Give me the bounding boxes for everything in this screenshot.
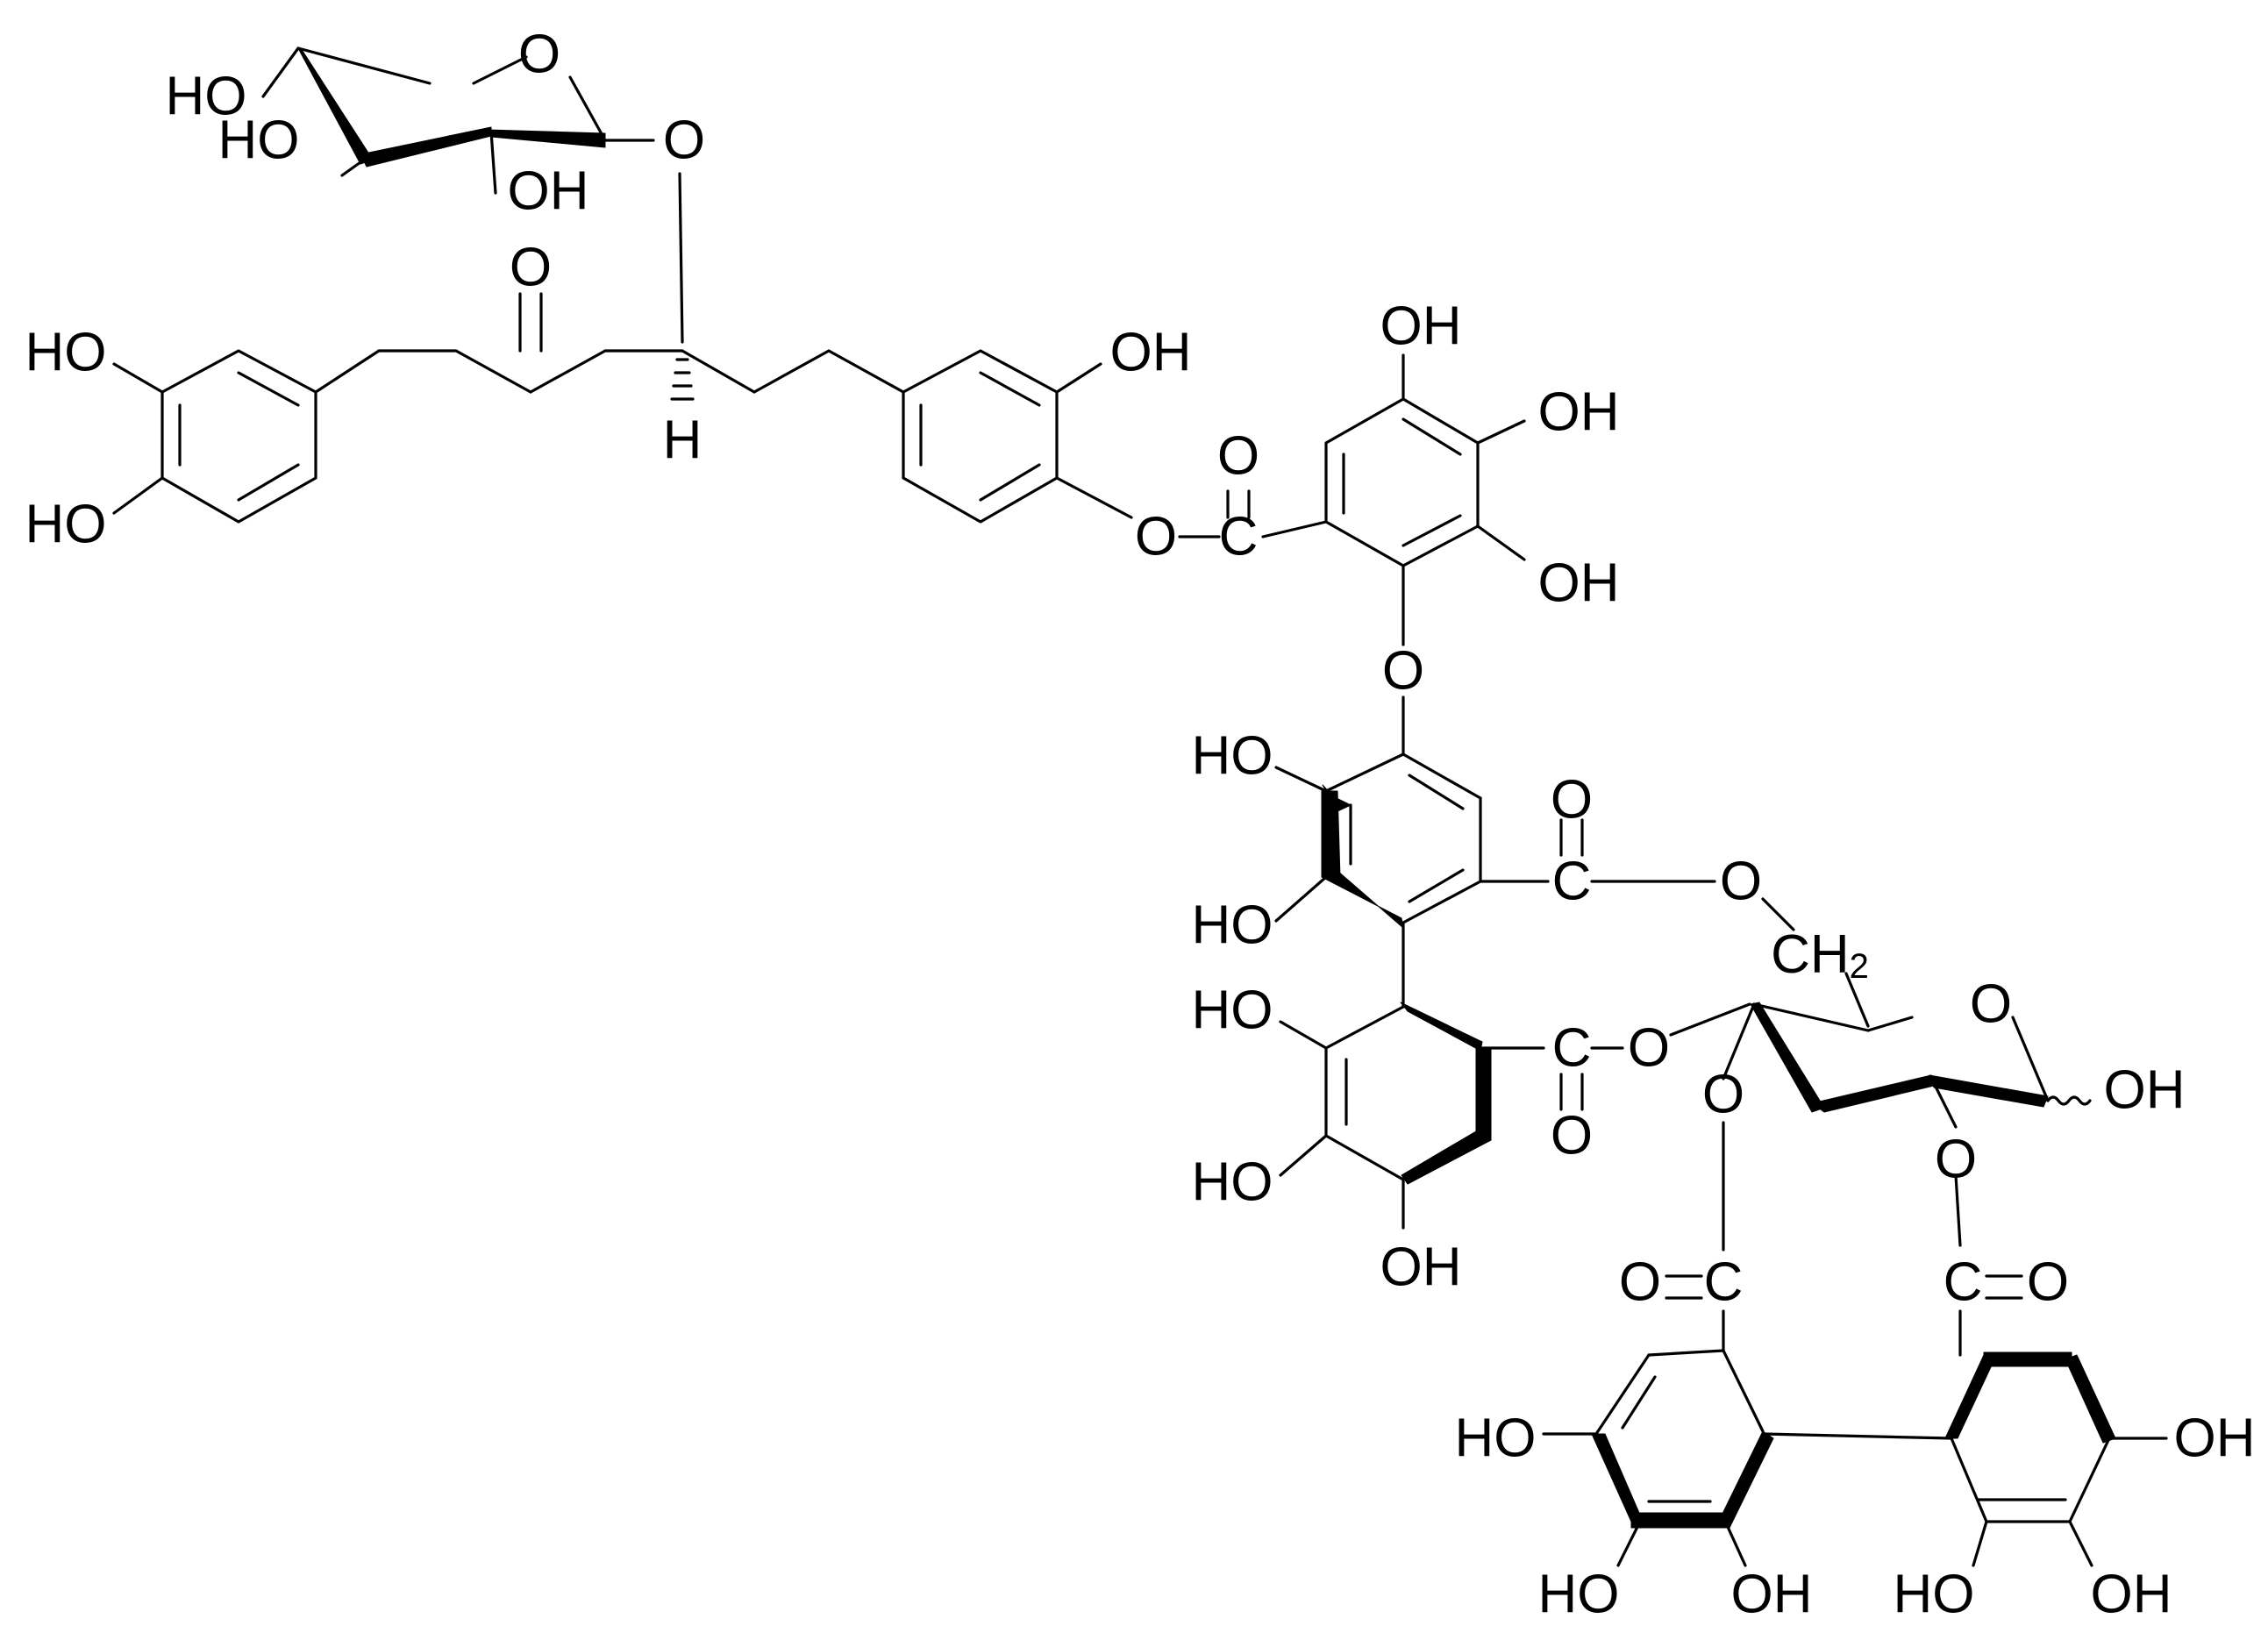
bottom-left-hydroxyl-3: OH (1731, 1565, 1813, 1625)
ester1-oxygen: O (1135, 507, 1177, 567)
galloyl-hydroxyl-top: OH (1380, 296, 1462, 357)
glycosidic-bond (678, 172, 684, 344)
hhdp-lower-ring-bonds (1279, 1005, 1545, 1230)
hhdp-upper-hydroxyl-1: HO (1192, 726, 1273, 787)
catechol-ring-bonds (112, 349, 317, 524)
bottom-left-hydroxyl-1: HO (1455, 1408, 1537, 1469)
ester1-bonds (1178, 489, 1328, 538)
xylose-ring-oxygen: O (518, 25, 560, 85)
galloyl-hydroxyl-low: OH (1538, 553, 1620, 614)
glucose-wedges (1750, 1002, 2049, 1113)
xylose-hydroxyl-4: HO (166, 67, 247, 127)
catechol-hydroxyl-bottom: HO (25, 495, 107, 555)
phenol-ring-bonds (902, 349, 1133, 524)
bottom-right-carbonyl-oxygen: O (2027, 1252, 2069, 1313)
glucose-o2-oxygen: O (1935, 1130, 1977, 1190)
bottom-right-hydroxyl-3: OH (2091, 1565, 2172, 1625)
galloyl-ring-bonds (1324, 353, 1526, 646)
xylose-wedge-bonds (297, 47, 606, 168)
xylose-hydroxyl-2: OH (508, 161, 589, 222)
ch2-ester-oxygen: O (1720, 852, 1762, 912)
hhdp-upper-ring-bonds (1274, 695, 1550, 924)
galloyl-hydroxyl-mid: OH (1538, 382, 1620, 443)
methylene-ch: CH (1771, 924, 1850, 985)
phenol-hydroxyl: OH (1110, 323, 1192, 383)
bottom-left-hydroxyl-2: HO (1538, 1565, 1620, 1625)
xylose-ring-bonds (261, 46, 655, 195)
anomeric-hydroxyl: OH (2104, 1060, 2186, 1121)
glucose-ring-oxygen: O (1970, 974, 2012, 1035)
glucose-o4-oxygen: O (1628, 1018, 1670, 1079)
hhdp-lower-hydroxyl-2: HO (1192, 1152, 1273, 1213)
ketone-oxygen: O (510, 238, 552, 298)
hhdp-lower-ester-bonds (1559, 1002, 1751, 1111)
hhdp-lower-ester-carbon: C (1552, 1018, 1592, 1079)
hhdp-upper-ester-carbon: C (1552, 852, 1592, 912)
stereo-hash-bond (670, 358, 695, 401)
bottom-right-hydroxyl-1: OH (2174, 1408, 2256, 1469)
xylose-hydroxyl-3: HO (218, 111, 300, 171)
glycosidic-oxygen: O (663, 111, 705, 171)
hhdp-upper-wedges (1321, 784, 1404, 929)
methylene-group: CH2 (1771, 924, 1869, 987)
hhdp-lower-hydroxyl-1: HO (1192, 981, 1273, 1041)
bottom-right-ring-bonds (1950, 1437, 2168, 1567)
methylene-subscript: 2 (1850, 947, 1869, 986)
bottom-right-ester-carbon: C (1943, 1252, 1983, 1313)
hhdp-lower-carbonyl-oxygen: O (1551, 1106, 1593, 1166)
diaryl-ether-oxygen: O (1382, 641, 1424, 702)
bottom-left-wedges (1591, 1430, 1774, 1529)
hhdp-upper-hydroxyl-2: HO (1192, 895, 1273, 956)
bottom-left-ester-carbon: C (1704, 1252, 1744, 1313)
stereocenter-hydrogen: H (663, 410, 703, 471)
bottom-right-wedges (1944, 1351, 2116, 1444)
chain-bonds (314, 292, 905, 394)
bottom-left-carbonyl-oxygen: O (1619, 1252, 1661, 1313)
glucose-o3-oxygen: O (1702, 1065, 1744, 1125)
hhdp-upper-ester-bonds (1559, 818, 1870, 1028)
ester1-carbonyl-oxygen: O (1217, 426, 1259, 487)
bottom-right-hydroxyl-2: HO (1894, 1565, 1975, 1625)
bond-layer (112, 46, 2168, 1567)
bottom-ester-linkages (1665, 1121, 2023, 1357)
catechol-hydroxyl-top: HO (25, 323, 107, 383)
hhdp-lower-hydroxyl-3: OH (1380, 1237, 1462, 1298)
atom-label-layer: O HO HO OH O O H HO HO OH O C O OH OH OH… (25, 25, 2256, 1625)
anomeric-wavy-bond (2046, 1095, 2092, 1106)
ester1-carbon: C (1219, 507, 1259, 567)
hhdp-upper-carbonyl-oxygen: O (1551, 770, 1593, 831)
hhdp-lower-wedges (1400, 1002, 1492, 1185)
glucose-ring-bonds (1722, 1002, 2050, 1129)
